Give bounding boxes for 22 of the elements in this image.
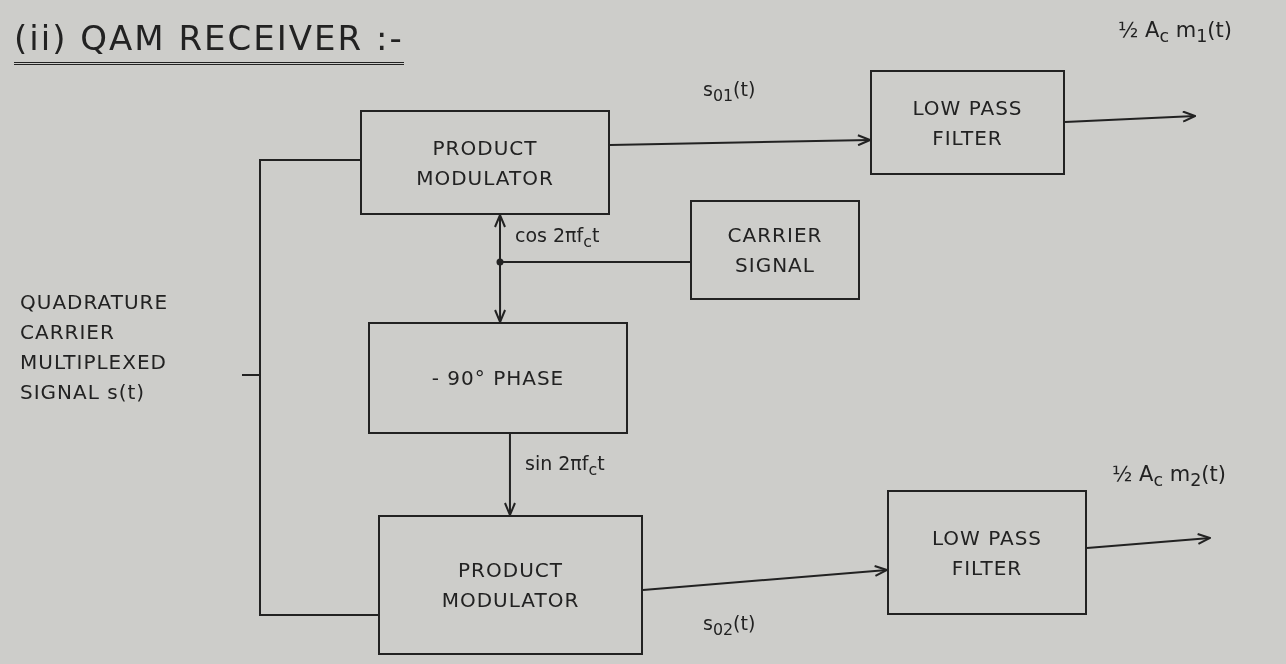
output-signal-label: ½ A$_{c}$ m$_{1}$(t) xyxy=(1118,18,1232,47)
block-box xyxy=(378,515,643,655)
arrow xyxy=(503,433,516,516)
block-text: CARRIER SIGNAL xyxy=(726,222,824,279)
block-text: PRODUCT MODULATOR xyxy=(415,134,555,192)
arrow xyxy=(1064,110,1196,123)
title: (ii) QAM RECEIVER :- xyxy=(14,18,404,65)
block-text: LOW PASS FILTER xyxy=(930,524,1044,582)
arrow xyxy=(494,261,691,323)
arrow xyxy=(642,565,888,592)
block-box xyxy=(870,70,1065,175)
block-text: - 90° PHASE xyxy=(431,365,565,392)
arrow xyxy=(609,134,871,147)
block-box xyxy=(360,110,610,215)
block-text: QUADRATURE CARRIER MULTIPLEXED SIGNAL s(t) xyxy=(20,289,170,406)
output-signal-label: ½ A$_{c}$ m$_{2}$(t) xyxy=(1112,462,1226,491)
block-text: PRODUCT MODULATOR xyxy=(440,557,581,614)
block-box xyxy=(887,490,1087,615)
block-box xyxy=(368,322,628,434)
arrow xyxy=(1086,533,1211,549)
block-text: LOW PASS FILTER xyxy=(911,94,1024,152)
block-box xyxy=(690,200,860,300)
